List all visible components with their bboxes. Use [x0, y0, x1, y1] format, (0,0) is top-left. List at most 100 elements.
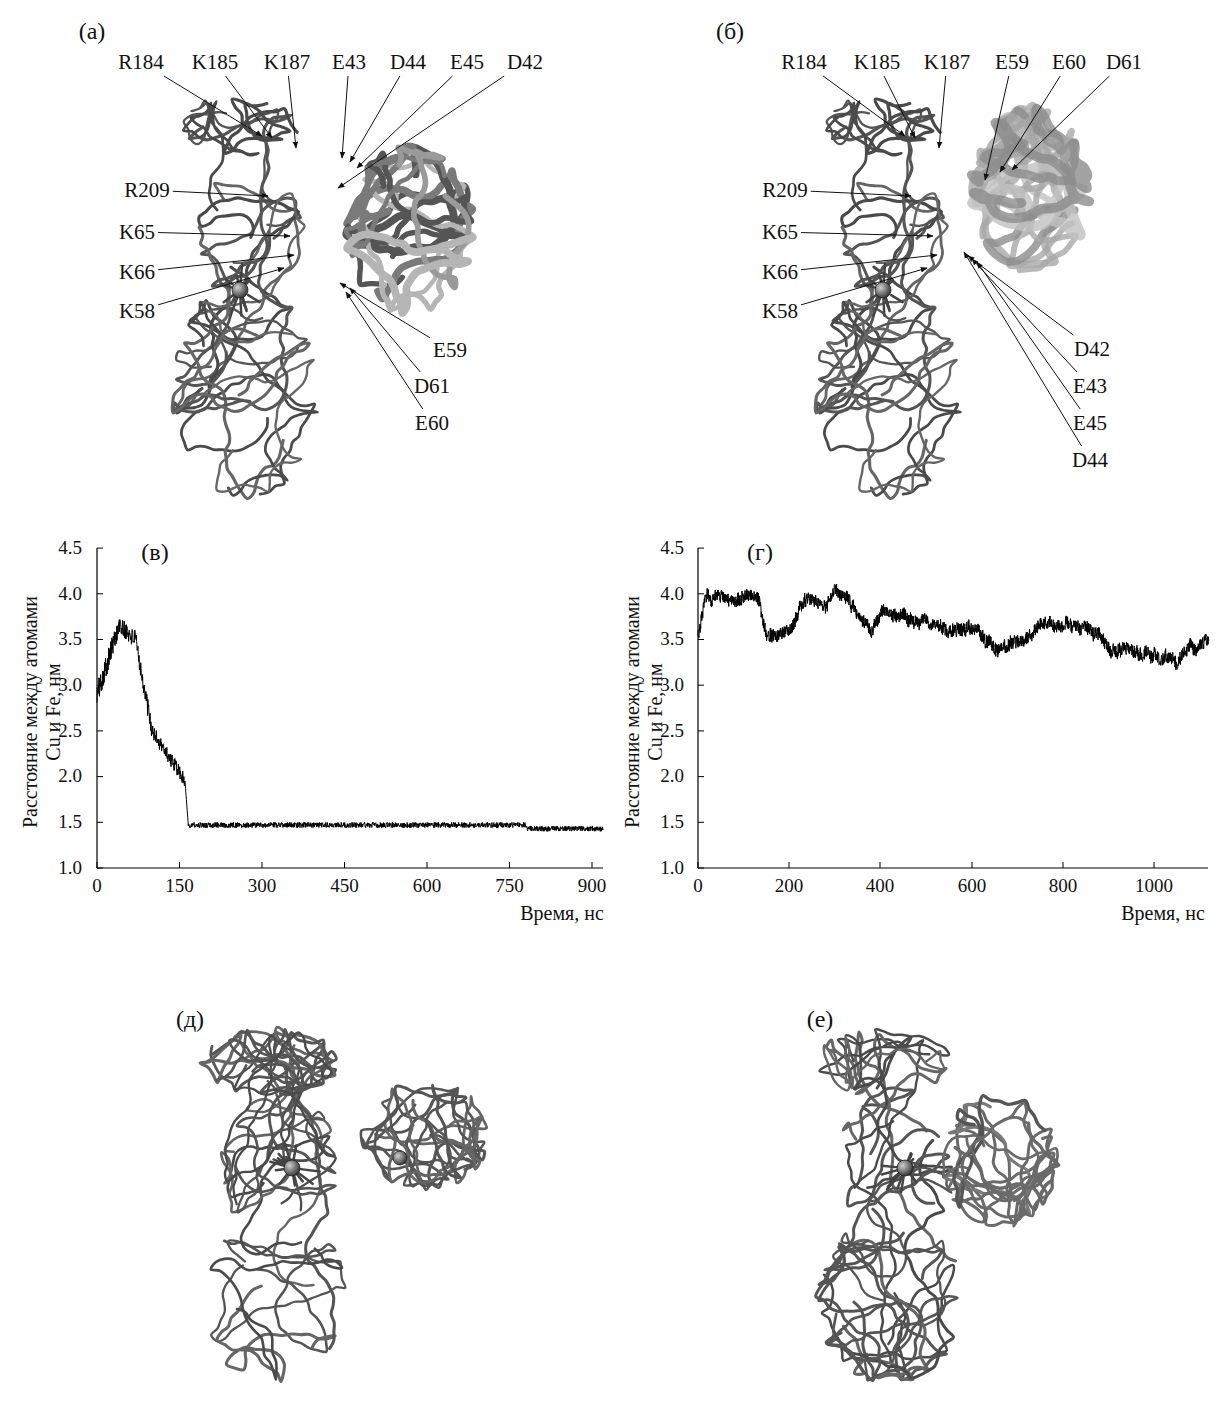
- x-axis: [698, 867, 1208, 868]
- leader-arrow: [823, 76, 905, 136]
- protein-strand: [824, 1038, 944, 1090]
- axis-title: Расстояние между атомами: [622, 596, 643, 828]
- residue-label: R209: [762, 179, 808, 201]
- protein-strand: [345, 153, 471, 243]
- tick-mark: [789, 862, 790, 868]
- heme-bond: [224, 295, 234, 303]
- residue-label: R209: [124, 179, 170, 201]
- protein-strand: [225, 1032, 332, 1181]
- panel-letter: (д): [176, 1007, 204, 1032]
- residue-label: E59: [433, 339, 467, 361]
- tick-label: 2.5: [660, 721, 684, 741]
- chart-axes: [698, 548, 1208, 868]
- panel-letter: (е): [807, 1007, 834, 1032]
- protein-strand: [943, 1135, 1057, 1201]
- heme-bond: [885, 297, 890, 312]
- leader-arrow: [811, 191, 911, 196]
- heme-bond: [274, 1159, 285, 1164]
- tick-mark: [97, 868, 103, 869]
- heme-bond: [276, 1169, 284, 1170]
- tick-mark: [97, 822, 103, 823]
- residue-label: D42: [507, 51, 543, 73]
- tick-label: 2.0: [58, 766, 82, 786]
- leader-arrow: [801, 233, 933, 236]
- residue-label: E60: [1052, 51, 1086, 73]
- heme-bond: [883, 264, 885, 285]
- metal-atom: [284, 1160, 300, 1176]
- tick-mark: [698, 593, 704, 594]
- panel-letter: (г): [747, 540, 773, 565]
- leader-arrow: [346, 292, 423, 409]
- tick-mark: [262, 862, 263, 868]
- tick-mark: [698, 862, 699, 868]
- y-axis: [697, 548, 698, 868]
- residue-label: K65: [119, 221, 155, 243]
- protein-strand: [201, 360, 314, 492]
- protein-ribbon: [200, 1027, 345, 1381]
- heme-bond: [882, 1170, 900, 1175]
- tick-label: 2.5: [58, 721, 82, 741]
- tick-mark: [97, 862, 98, 868]
- residue-label: D44: [1072, 449, 1108, 471]
- leader-arrow: [972, 259, 1077, 372]
- residue-label: R184: [118, 51, 164, 73]
- leader-arrow: [158, 268, 284, 305]
- tick-label: 2.0: [660, 766, 684, 786]
- x-axis: [97, 867, 603, 868]
- heme-bond: [901, 1175, 904, 1192]
- residue-label: E45: [1073, 412, 1107, 434]
- heme-group: [270, 1144, 319, 1185]
- residue-label: E60: [415, 412, 449, 434]
- tick-mark: [97, 548, 103, 549]
- protein-strand: [827, 1034, 947, 1139]
- protein-strand: [347, 234, 470, 313]
- tick-label: 4.0: [660, 584, 684, 604]
- tick-label: 900: [578, 876, 607, 896]
- heme-bond: [231, 296, 238, 316]
- leader-arrow: [164, 76, 262, 136]
- tick-label: 200: [775, 876, 804, 896]
- residue-label: K65: [762, 221, 798, 243]
- heme-bond: [911, 1159, 913, 1161]
- protein-ribbon: [943, 1096, 1059, 1226]
- protein-strand: [842, 198, 942, 388]
- tick-mark: [344, 862, 345, 868]
- tick-label: 1.5: [660, 812, 684, 832]
- heme-bond: [885, 298, 887, 305]
- protein-strand: [855, 1032, 955, 1261]
- y-axis: [96, 548, 97, 868]
- panel-letter: (в): [141, 540, 168, 565]
- heme-bond: [882, 299, 885, 315]
- leader-arrow: [801, 268, 927, 305]
- heme-bond: [293, 1145, 296, 1160]
- residue-label: E45: [450, 51, 484, 73]
- protein-ribbon: [361, 1085, 487, 1190]
- heme-bond: [910, 1174, 916, 1182]
- tick-mark: [880, 862, 881, 868]
- tick-mark: [698, 776, 704, 777]
- protein-strand: [211, 1249, 342, 1380]
- protein-ribbon: [972, 107, 1089, 271]
- tick-label: 1.0: [660, 858, 684, 878]
- residue-label: E59: [995, 51, 1029, 73]
- tick-label: 800: [1049, 876, 1078, 896]
- protein-strand: [199, 198, 299, 388]
- protein-strand: [832, 302, 961, 495]
- residue-label: K185: [854, 51, 901, 73]
- data-line: [698, 584, 1209, 670]
- residue-label: D42: [1074, 338, 1110, 360]
- protein-ribbon: [172, 99, 317, 499]
- tick-mark: [698, 548, 704, 549]
- leader-arrow: [357, 76, 452, 168]
- tick-label: 3.0: [660, 675, 684, 695]
- tick-mark: [97, 593, 103, 594]
- heme-bond: [912, 1166, 926, 1168]
- heme-bond: [867, 295, 877, 303]
- tick-mark: [179, 862, 180, 868]
- leader-arrow: [158, 233, 290, 236]
- protein-strand: [189, 302, 318, 495]
- leader-arrow: [158, 255, 294, 270]
- metal-atom: [393, 1151, 407, 1165]
- leader-arrow: [350, 76, 400, 162]
